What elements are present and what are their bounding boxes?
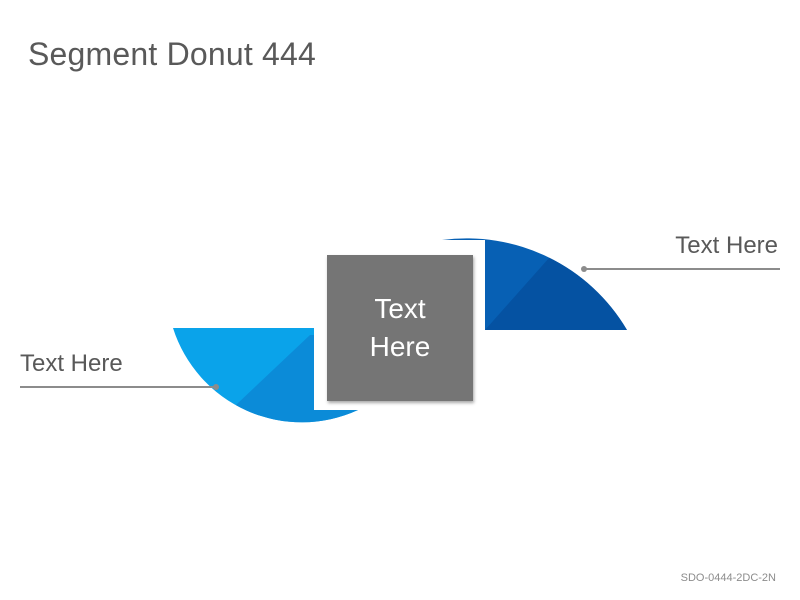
label-left: Text Here [20, 350, 123, 377]
connector-dot-right [581, 266, 587, 272]
center-box-text: Text Here [369, 293, 431, 362]
label-right: Text Here [675, 232, 778, 259]
center-box: Text Here [327, 255, 473, 401]
connector-dot-left [213, 384, 219, 390]
footer-code: SDO-0444-2DC-2N [680, 572, 776, 584]
slide-title: Segment Donut 444 [28, 36, 317, 72]
